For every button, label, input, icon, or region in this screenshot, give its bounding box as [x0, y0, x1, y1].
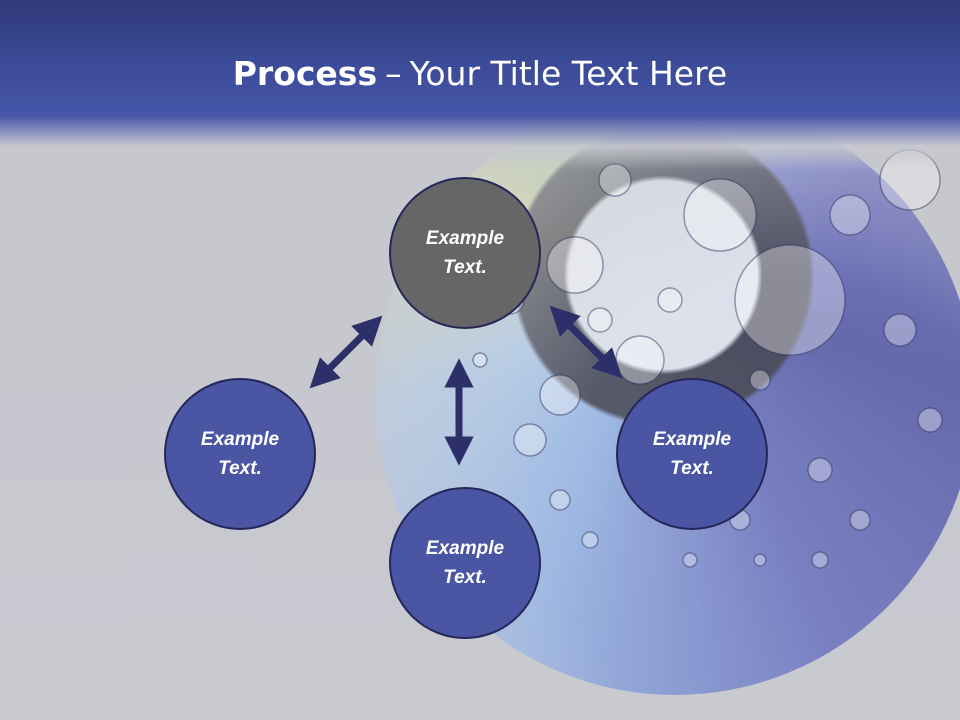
- title-banner: [0, 0, 960, 170]
- slide-title: Process–Your Title Text Here: [0, 52, 960, 96]
- title-separator: –: [385, 54, 402, 93]
- node-bottom: Example Text.: [389, 487, 541, 639]
- title-bold: Process: [232, 54, 378, 93]
- node-top: Example Text.: [389, 177, 541, 329]
- node-left: Example Text.: [164, 378, 316, 530]
- title-rest: Your Title Text Here: [409, 54, 728, 93]
- node-right: Example Text.: [616, 378, 768, 530]
